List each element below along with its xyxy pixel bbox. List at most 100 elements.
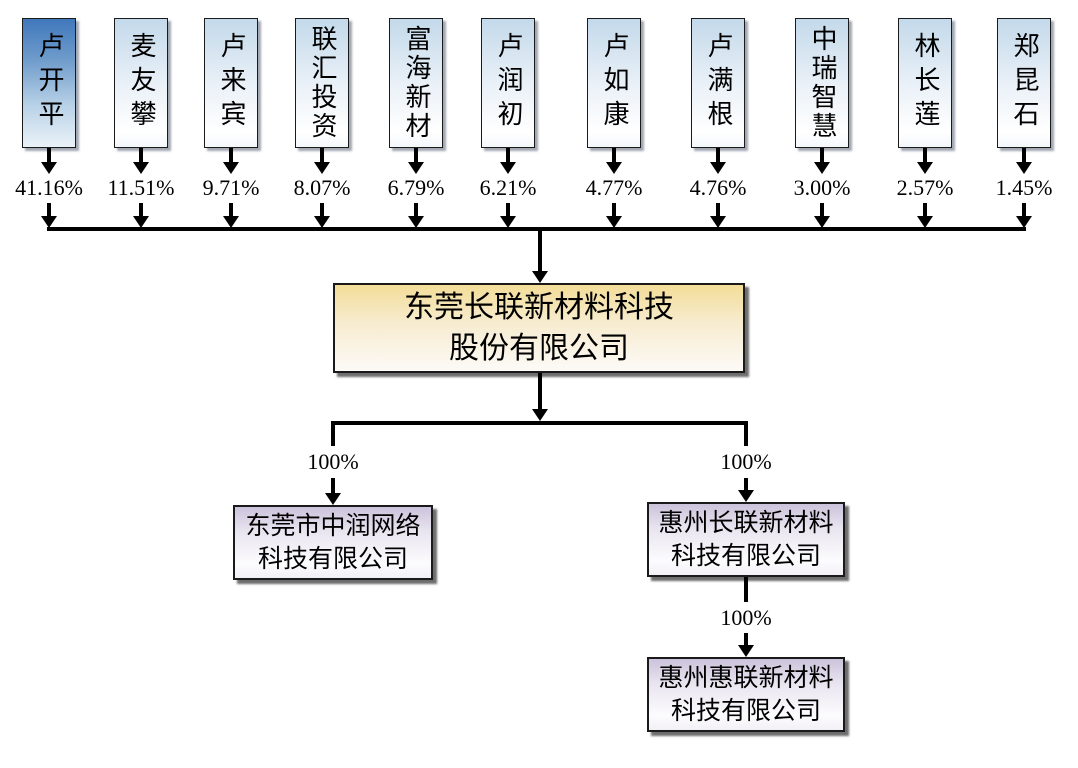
shareholder-percent-label: 1.45% [995, 175, 1053, 200]
shareholder-box-7: 卢如康 [587, 18, 641, 148]
shareholder-percent-label: 6.79% [387, 175, 445, 200]
shareholder-box-2: 麦友攀 [114, 18, 168, 148]
shareholder-box-9: 中瑞智慧 [795, 18, 849, 148]
bus-to-parent-arrowhead-icon [532, 271, 548, 283]
shareholder-connector [612, 148, 616, 162]
percent-to-bus-connector [923, 203, 927, 216]
bus-arrowhead-icon [500, 216, 516, 228]
parent-company-box: 东莞长联新材料科技 股份有限公司 [333, 283, 745, 373]
shareholder-box-3: 卢来宾 [204, 18, 258, 148]
shareholder-name: 中瑞智慧 [808, 25, 837, 141]
shareholder-name: 卢润初 [494, 32, 523, 134]
bus-arrowhead-icon [133, 216, 149, 228]
shareholder-box-5: 富海新材 [389, 18, 443, 148]
right-subsidiary-name-line1: 惠州长联新材料 [658, 509, 834, 537]
parent-company-name-line2: 股份有限公司 [449, 332, 629, 365]
shareholder-percent-label: 9.71% [202, 175, 260, 200]
child-branch-connector [744, 633, 748, 645]
shareholder-percent-label: 8.07% [293, 175, 351, 200]
bus-to-parent-connector [538, 231, 542, 271]
percent-to-bus-connector [139, 203, 143, 216]
shareholder-arrowhead-icon [917, 162, 933, 174]
left-subsidiary-box: 东莞市中润网络 科技有限公司 [233, 505, 433, 580]
shareholder-arrowhead-icon [1016, 162, 1032, 174]
right-ownership-percent-label: 100% [720, 449, 772, 474]
percent-to-bus-connector [612, 203, 616, 216]
right-branch-arrowhead-icon [738, 490, 754, 502]
shareholder-percent-label: 41.16% [15, 175, 83, 200]
percent-to-bus-connector [47, 203, 51, 216]
shareholder-connector [414, 148, 418, 162]
shareholder-percent-label: 4.76% [689, 175, 747, 200]
child-ownership-percent-label: 100% [720, 605, 772, 630]
bus-arrowhead-icon [710, 216, 726, 228]
shareholder-arrowhead-icon [223, 162, 239, 174]
left-branch-stub [331, 421, 335, 446]
shareholder-name: 林长莲 [911, 32, 940, 134]
percent-to-bus-connector [229, 203, 233, 216]
shareholder-box-4: 联汇投资 [295, 18, 349, 148]
bus-arrowhead-icon [314, 216, 330, 228]
left-branch-arrowhead-icon [325, 493, 341, 505]
shareholder-percent-label: 6.21% [479, 175, 537, 200]
right-branch-connector [744, 478, 748, 490]
right-subsidiary-name-line2: 科技有限公司 [670, 542, 821, 570]
shareholder-name: 卢如康 [600, 32, 629, 134]
shareholder-arrowhead-icon [500, 162, 516, 174]
shareholder-arrowhead-icon [408, 162, 424, 174]
shareholder-connector [139, 148, 143, 162]
shareholder-percent-label: 2.57% [896, 175, 954, 200]
left-branch-connector [331, 478, 335, 493]
shareholder-name: 富海新材 [402, 25, 431, 141]
shareholder-arrowhead-icon [710, 162, 726, 174]
shareholder-connector [320, 148, 324, 162]
percent-to-bus-connector [1022, 203, 1026, 216]
bus-arrowhead-icon [41, 216, 57, 228]
shareholder-arrowhead-icon [814, 162, 830, 174]
shareholder-connector [1022, 148, 1026, 162]
bus-arrowhead-icon [223, 216, 239, 228]
shareholder-connector [716, 148, 720, 162]
percent-to-bus-connector [716, 203, 720, 216]
shareholders-bus-line [47, 227, 1026, 231]
subsidiaries-split-line [331, 421, 748, 425]
shareholder-name: 卢满根 [704, 32, 733, 134]
percent-to-bus-connector [820, 203, 824, 216]
percent-to-bus-connector [506, 203, 510, 216]
shareholder-connector [229, 148, 233, 162]
shareholder-box-8: 卢满根 [691, 18, 745, 148]
shareholder-name: 郑昆石 [1010, 32, 1039, 134]
bus-arrowhead-icon [606, 216, 622, 228]
bus-arrowhead-icon [917, 216, 933, 228]
shareholder-connector [47, 148, 51, 162]
shareholder-connector [506, 148, 510, 162]
shareholder-percent-label: 11.51% [107, 175, 175, 200]
right-subsidiary-box: 惠州长联新材料 科技有限公司 [647, 502, 845, 577]
shareholder-name: 麦友攀 [127, 32, 156, 134]
shareholder-name: 联汇投资 [308, 25, 337, 141]
left-subsidiary-name-line2: 科技有限公司 [257, 545, 408, 573]
right-branch-stub [744, 421, 748, 446]
child-subsidiary-name-line1: 惠州惠联新材料 [658, 664, 834, 692]
parent-company-name-line1: 东莞长联新材料科技 [404, 291, 674, 324]
child-branch-arrowhead-icon [738, 645, 754, 657]
shareholder-percent-label: 3.00% [793, 175, 851, 200]
bus-arrowhead-icon [814, 216, 830, 228]
left-subsidiary-name-line1: 东莞市中润网络 [245, 512, 421, 540]
shareholder-box-11: 郑昆石 [997, 18, 1051, 148]
shareholder-arrowhead-icon [133, 162, 149, 174]
shareholder-arrowhead-icon [606, 162, 622, 174]
shareholder-name: 卢来宾 [217, 32, 246, 134]
shareholder-arrowhead-icon [41, 162, 57, 174]
shareholder-box-1: 卢开平 [22, 18, 76, 148]
child-subsidiary-name-line2: 科技有限公司 [670, 697, 821, 725]
left-ownership-percent-label: 100% [307, 449, 359, 474]
shareholder-name: 卢开平 [35, 32, 64, 134]
parent-to-split-arrowhead-icon [532, 409, 548, 421]
child-branch-stub [744, 577, 748, 602]
shareholder-connector [820, 148, 824, 162]
percent-to-bus-connector [320, 203, 324, 216]
shareholder-percent-label: 4.77% [585, 175, 643, 200]
bus-arrowhead-icon [1016, 216, 1032, 228]
